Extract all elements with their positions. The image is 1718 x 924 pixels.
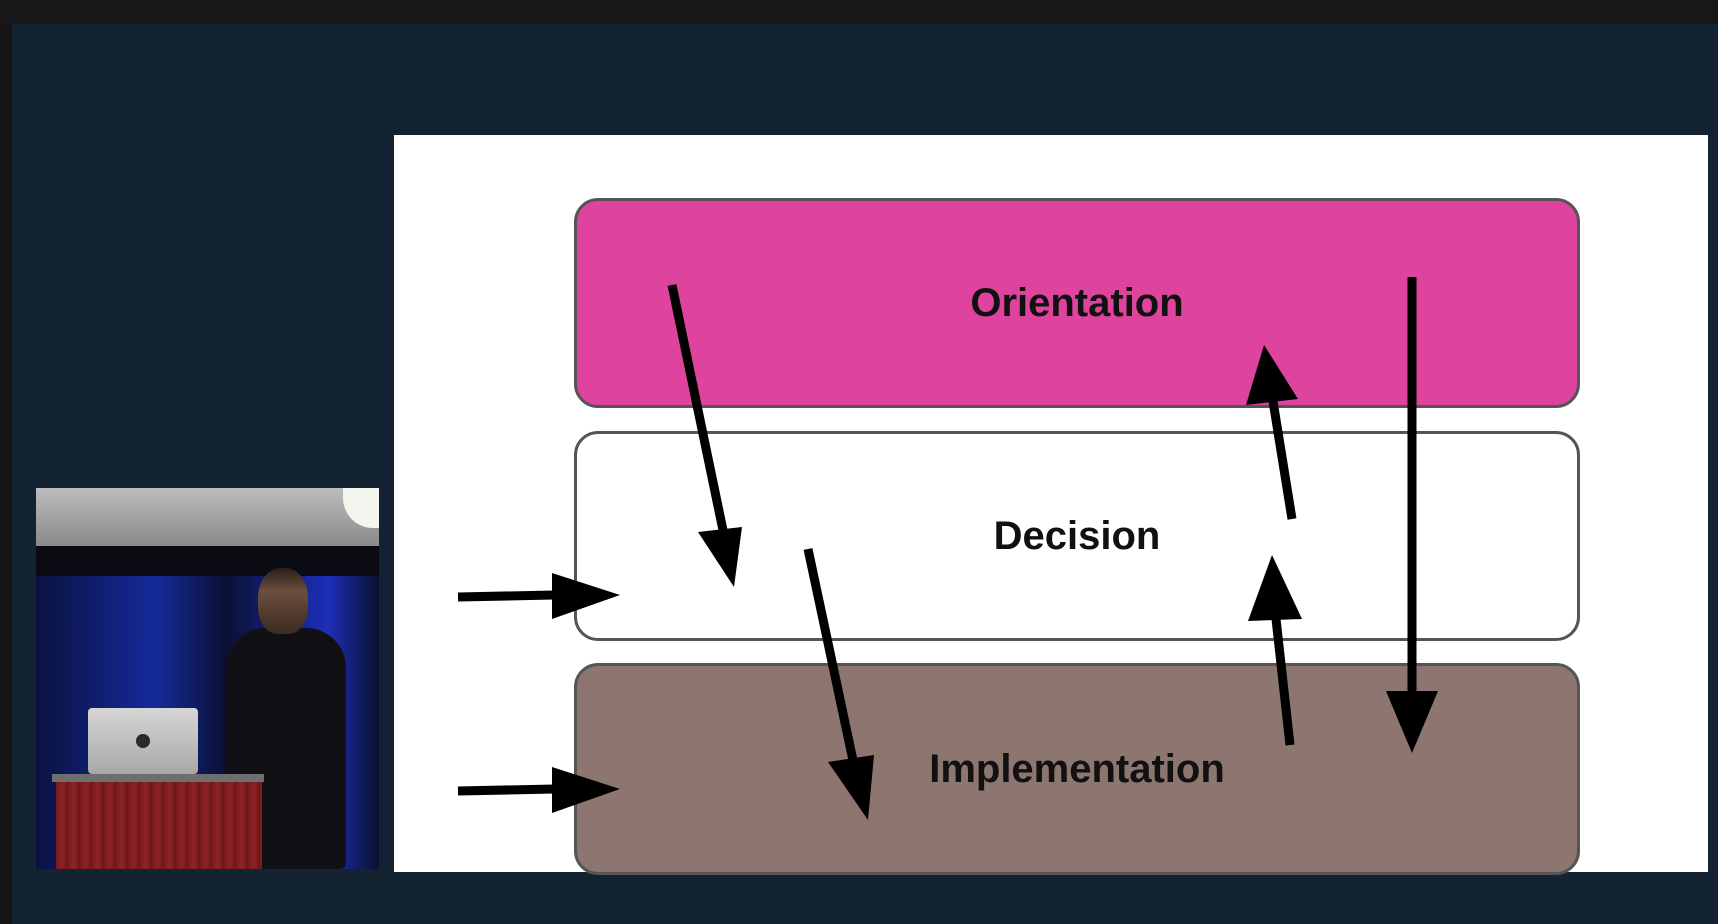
apple-logo-icon (136, 734, 150, 748)
arrows-layer (457, 277, 1438, 820)
orientation-label: Orientation (970, 280, 1184, 325)
podium-top (52, 774, 264, 782)
arrow-implementation-to-decision-icon (1248, 555, 1302, 746)
speaker-head (258, 568, 308, 634)
arrow-input-to-decision-icon (457, 573, 620, 619)
laptop (88, 708, 198, 774)
top-bar (0, 0, 1718, 24)
arrow-input-to-implementation-icon (457, 767, 620, 813)
arrow-orientation-to-implementation-icon (1386, 277, 1438, 753)
podium (56, 782, 262, 869)
implementation-label: Implementation (929, 746, 1225, 791)
video-screen-top (36, 488, 379, 546)
video-dark-band (36, 546, 379, 576)
speaker-video (36, 488, 379, 869)
slide: Orientation Decision Implementation (394, 135, 1708, 875)
decision-label: Decision (993, 513, 1161, 558)
video-glare (343, 488, 379, 528)
arrow-decision-to-implementation-icon (803, 548, 874, 820)
arrow-decision-to-orientation-icon (1246, 345, 1298, 520)
arrow-orientation-to-decision-icon (667, 284, 742, 587)
